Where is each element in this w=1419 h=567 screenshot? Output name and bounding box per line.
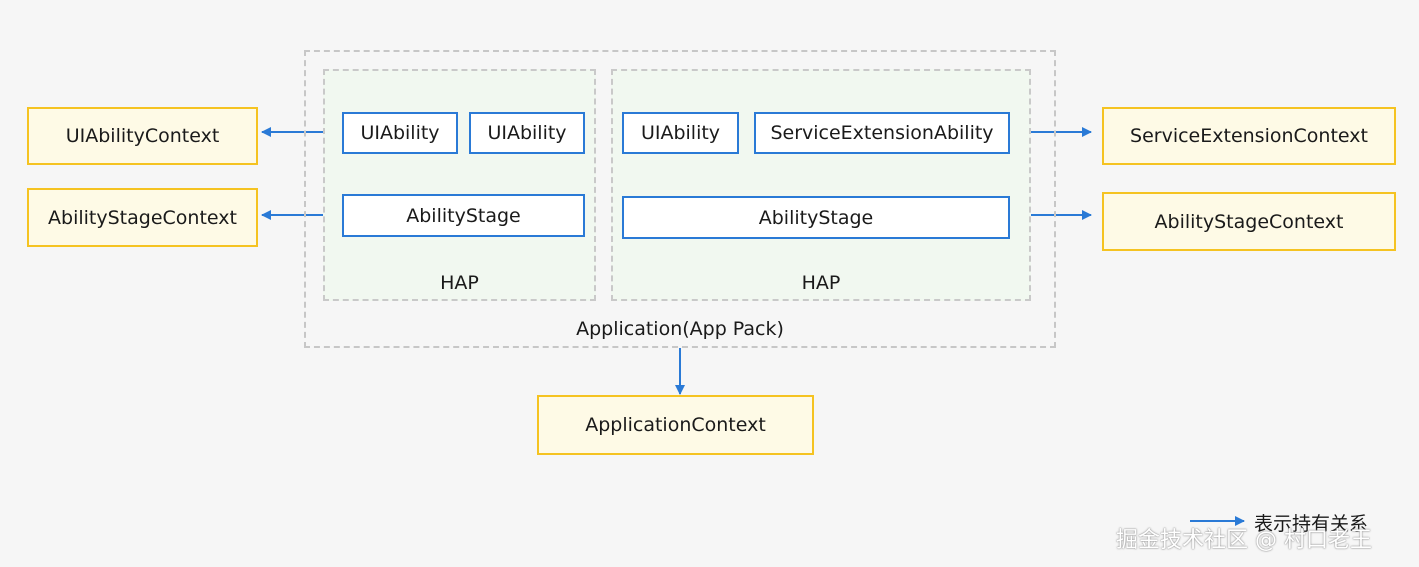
application-label: Application(App Pack): [576, 318, 784, 340]
context-abilitystage-right: AbilityStageContext: [1102, 192, 1396, 251]
hap-right-uiability: UIAbility: [622, 112, 739, 154]
hap-right-label: HAP: [801, 272, 841, 294]
hap-left-uiability-2: UIAbility: [469, 112, 585, 154]
context-abilitystage-left: AbilityStageContext: [27, 188, 258, 247]
hap-right-container: [611, 69, 1031, 301]
application-container: [304, 50, 1056, 348]
context-serviceextension-right: ServiceExtensionContext: [1102, 107, 1396, 165]
hap-right-serviceextensionability: ServiceExtensionAbility: [754, 112, 1010, 154]
hap-left-uiability-1: UIAbility: [342, 112, 458, 154]
hap-left-container: [323, 69, 596, 301]
hap-left-label: HAP: [440, 272, 479, 294]
watermark-text: 掘金技术社区 @ 村口老王: [1116, 528, 1372, 553]
context-uiability-left: UIAbilityContext: [27, 107, 258, 165]
hap-left-abilitystage: AbilityStage: [342, 194, 585, 237]
context-application: ApplicationContext: [537, 395, 814, 455]
hap-right-abilitystage: AbilityStage: [622, 196, 1010, 239]
legend-text: 表示持有关系: [1254, 513, 1369, 535]
